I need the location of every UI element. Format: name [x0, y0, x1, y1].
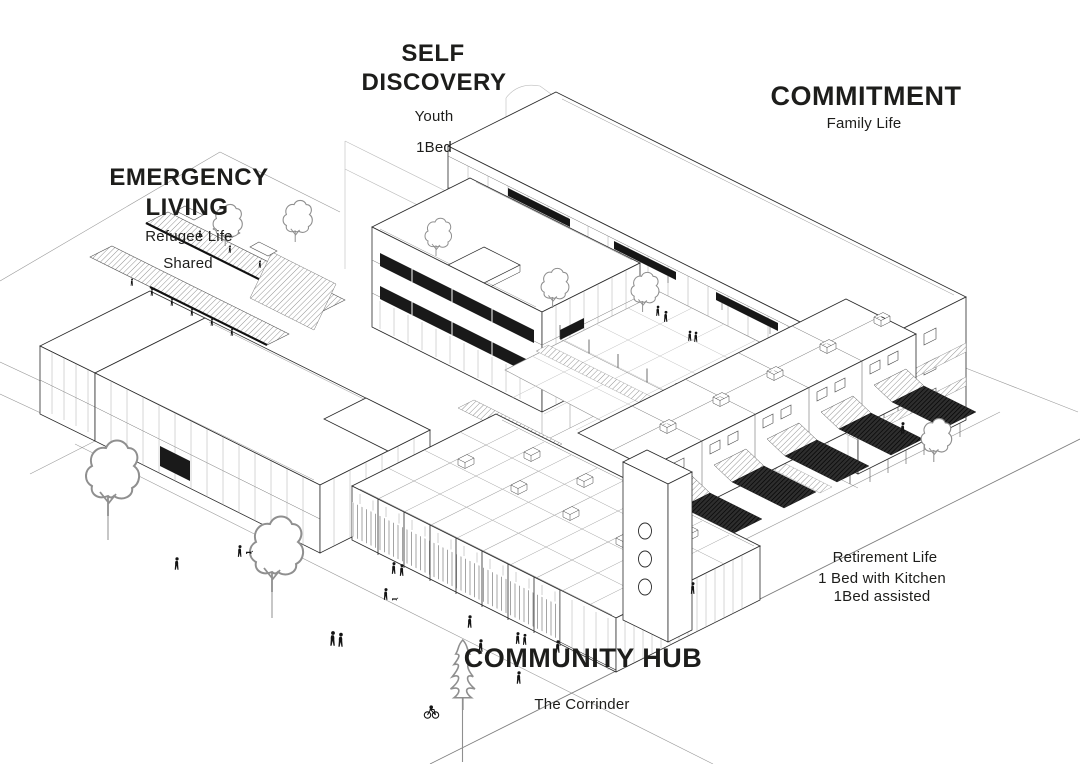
roof-vents [659, 312, 891, 434]
label-the-corrinder: The Corrinder [534, 696, 630, 713]
retirement-rowhouses [577, 298, 977, 536]
label-shared: Shared [163, 255, 213, 272]
label-youth: Youth [414, 108, 454, 125]
label-emergency-living-line1: EMERGENCY [109, 164, 269, 191]
dark-door [160, 446, 190, 481]
label-1bed-assisted: 1Bed assisted [833, 588, 931, 605]
community-hub-building [350, 399, 762, 673]
window-bands [380, 253, 534, 376]
label-self-discovery-line2: DISCOVERY [361, 69, 507, 96]
label-commitment-title: COMMITMENT [770, 81, 962, 111]
label-1bed-with-kitchen: 1 Bed with Kitchen [818, 570, 946, 587]
label-self-discovery-line1: SELF [401, 40, 465, 67]
emergency-living-strips [89, 205, 346, 346]
louver-panels [352, 502, 616, 668]
label-community-hub-title: COMMUNITY HUB [463, 643, 703, 673]
ramp [249, 251, 337, 331]
label-refugee-life: Refugee Life [145, 228, 233, 245]
label-emergency-living-line2: LIVING [145, 194, 229, 221]
trees [85, 199, 953, 762]
label-family-life: Family Life [826, 115, 902, 132]
corner-tower [622, 449, 693, 643]
link-roof [323, 397, 431, 452]
label-1bed: 1Bed [416, 139, 452, 156]
label-retirement-life: Retirement Life [832, 549, 938, 566]
paving-strips [677, 385, 977, 536]
